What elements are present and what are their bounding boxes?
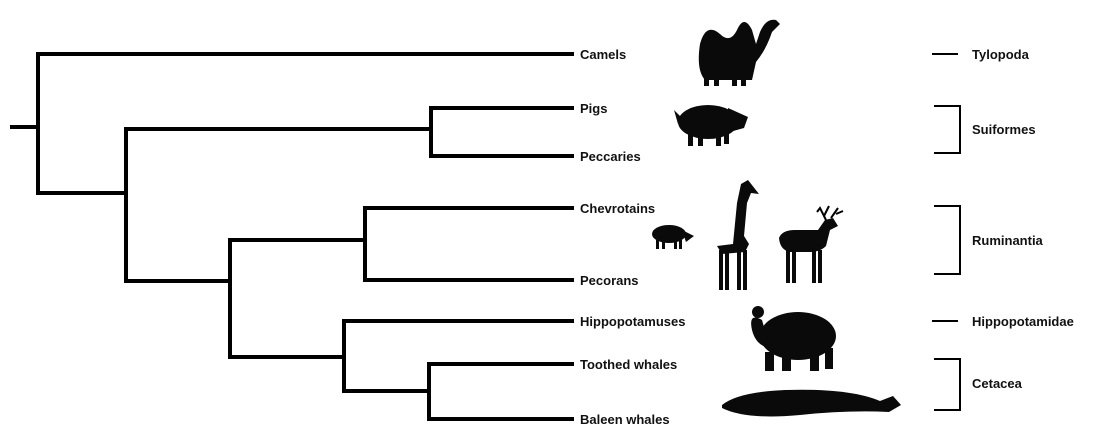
node-pigs-peccaries [431,108,572,156]
taxon-label-peccaries: Peccaries [580,149,641,164]
bracket-ruminantia [934,206,960,274]
taxon-label-pigs: Pigs [580,101,607,116]
deer-icon [779,206,843,283]
chevrotain-icon [652,225,694,249]
boar-icon [674,105,748,146]
bracket-cetacea [934,359,960,410]
group-labels: Tylopoda Suiformes Ruminantia Hippopotam… [972,47,1074,391]
taxon-label-hippopotamuses: Hippopotamuses [580,314,685,329]
tree-branches [12,54,572,419]
taxon-label-pecorans: Pecorans [580,273,639,288]
taxon-label-chevrotains: Chevrotains [580,201,655,216]
group-label-ruminantia: Ruminantia [972,233,1044,248]
group-label-tylopoda: Tylopoda [972,47,1030,62]
camel-icon [699,20,780,86]
taxon-label-toothed-whales: Toothed whales [580,357,677,372]
whale-icon [722,390,901,417]
node-ruminantia [365,208,572,280]
taxon-label-camels: Camels [580,47,626,62]
node-root [38,54,572,193]
giraffe-icon [717,180,759,290]
bracket-suiformes [934,106,960,153]
taxon-label-baleen-whales: Baleen whales [580,412,670,425]
group-label-hippopotamidae: Hippopotamidae [972,314,1074,329]
node-cetacea [429,364,572,419]
hippopotamus-icon [751,306,836,371]
group-label-suiformes: Suiformes [972,122,1036,137]
group-brackets [932,54,960,410]
node-hippo-whales [344,321,572,391]
group-label-cetacea: Cetacea [972,376,1023,391]
node-suiformes-rest [126,129,431,281]
